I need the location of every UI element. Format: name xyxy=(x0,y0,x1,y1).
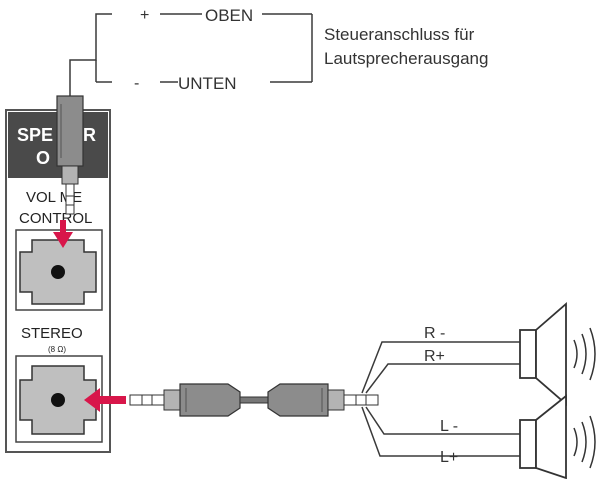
wire-l-minus xyxy=(365,406,520,435)
right-speaker-icon xyxy=(519,302,567,406)
sound-wave xyxy=(573,427,578,457)
speaker-cable xyxy=(129,383,379,417)
l-minus-label: L - xyxy=(440,418,458,435)
right-speaker-cone xyxy=(535,302,567,406)
left-sound-waves-icon xyxy=(573,415,596,469)
sound-wave xyxy=(589,327,596,381)
volume-jack-frame xyxy=(15,229,103,311)
unten-label: UNTEN xyxy=(178,74,237,93)
right-plug-pin xyxy=(343,394,379,406)
plus-label: + xyxy=(140,7,149,24)
insert-arrow-down xyxy=(53,220,73,248)
left-speaker-magnet xyxy=(519,419,537,469)
sound-wave xyxy=(581,333,587,375)
r-plus-label: R+ xyxy=(424,348,445,365)
arrow-down-shaft xyxy=(60,220,66,234)
control-plug xyxy=(56,95,84,215)
control-plug-pin xyxy=(65,183,75,215)
cable-segment xyxy=(239,396,269,404)
stereo-impedance-label: (8 Ω) xyxy=(48,345,66,354)
volume-label-line2: CONTROL xyxy=(19,210,92,227)
control-wire-left xyxy=(69,13,112,102)
stereo-label: STEREO xyxy=(21,325,83,342)
control-wiring xyxy=(69,13,313,102)
left-plug-pin xyxy=(129,394,165,406)
left-speaker-cone xyxy=(535,394,567,479)
right-speaker-magnet xyxy=(519,329,537,379)
control-description-line1: Steueranschluss für xyxy=(324,25,475,44)
left-plug-collar xyxy=(163,389,181,411)
arrow-down-head xyxy=(53,232,73,248)
volume-jack-hole xyxy=(51,265,65,279)
left-plug-body xyxy=(179,383,241,417)
sound-wave xyxy=(589,415,596,469)
sound-wave xyxy=(573,339,578,369)
control-plug-collar xyxy=(61,165,79,185)
control-description-line2: Lautsprecherausgang xyxy=(324,49,488,68)
right-plug-collar xyxy=(327,389,345,411)
volume-control-jack[interactable] xyxy=(15,229,103,311)
r-minus-label: R - xyxy=(424,325,445,342)
minus-label: - xyxy=(134,75,139,92)
speaker-out-label-line2: O xyxy=(36,148,50,168)
arrow-left-head xyxy=(84,388,100,412)
wire-r-plus xyxy=(365,363,520,394)
speaker-wires xyxy=(361,341,520,457)
right-plug-body xyxy=(267,383,329,417)
oben-label: OBEN xyxy=(205,6,253,25)
sound-wave xyxy=(581,421,587,463)
wire-l-plus xyxy=(361,406,520,457)
left-speaker-icon xyxy=(519,394,567,479)
wire-r-minus xyxy=(361,341,520,394)
right-sound-waves-icon xyxy=(573,327,596,381)
l-plus-label: L+ xyxy=(440,449,458,466)
arrow-left-shaft xyxy=(98,396,126,404)
stereo-jack-hole xyxy=(51,393,65,407)
insert-arrow-left xyxy=(84,388,126,412)
